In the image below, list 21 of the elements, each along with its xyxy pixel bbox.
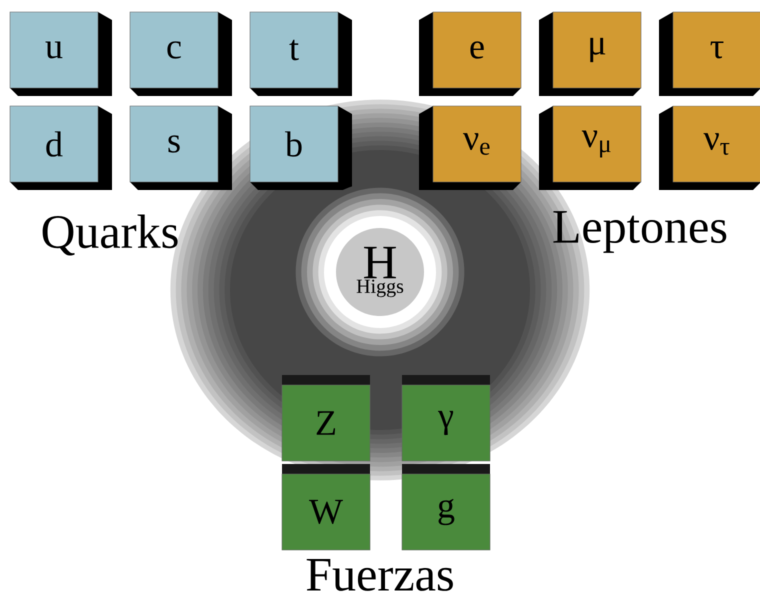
quark-block: s — [130, 106, 232, 190]
lepton-block: μ — [539, 12, 642, 96]
node-label: Higgs — [356, 280, 404, 298]
force-block: g — [402, 464, 490, 550]
lepton-block: ν$_{τ}$ — [659, 106, 760, 190]
lepton-block: ν$_{e}$ — [419, 106, 522, 190]
quark-block: d — [10, 106, 112, 190]
group-label: Quarks — [42, 214, 178, 256]
lepton-block: ν$_{μ}$ — [539, 106, 642, 190]
node-label: H — [364, 246, 396, 278]
force-block: Z — [282, 375, 370, 462]
quark-block: u — [10, 12, 112, 96]
quark-block: c — [130, 12, 232, 96]
force-block: γ — [402, 375, 490, 462]
quark-block: b — [250, 106, 352, 190]
quark-block: t — [250, 12, 352, 96]
group-label: Leptones — [553, 211, 726, 253]
lepton-block: e — [419, 12, 522, 96]
group-label: Fuerzas — [306, 559, 453, 591]
force-block: W — [282, 464, 370, 550]
lepton-block: τ — [659, 12, 760, 96]
